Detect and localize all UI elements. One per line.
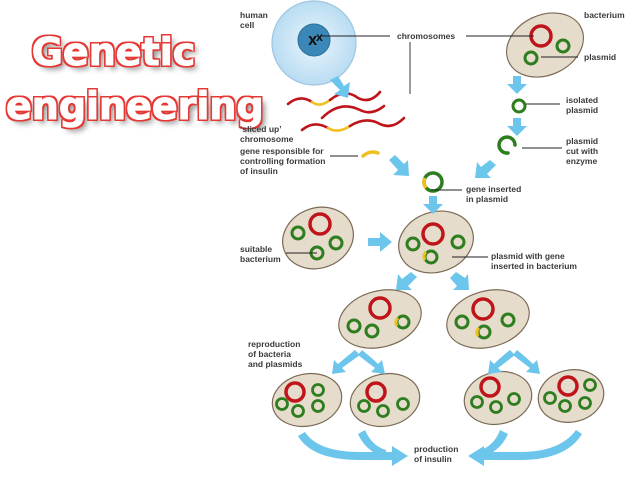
cut-plasmid (497, 135, 517, 155)
label-gene-inserted: gene inserted in plasmid (466, 184, 524, 204)
arrow-icon (468, 430, 582, 466)
arrow-icon (298, 432, 408, 466)
labels: human cell chromosomes bacterium plasmid… (240, 10, 625, 464)
arrow-icon (332, 350, 360, 374)
suitable-bacterium (282, 206, 354, 270)
bacterium-row3-3 (463, 371, 533, 425)
label-plasmid: plasmid (584, 52, 616, 62)
bacterium-row3-2 (349, 372, 421, 428)
arrow-icon (480, 430, 508, 458)
bacterium-row3-1 (271, 372, 343, 428)
arrow-icon (330, 76, 350, 98)
label-human-cell: human cell (240, 10, 270, 30)
plasmid (523, 50, 539, 66)
human-cell: X X (271, 0, 357, 86)
title-line-1: Genetic (31, 30, 196, 75)
recombinant-plasmid (422, 171, 444, 193)
arrow-icon (358, 430, 386, 458)
process-arrows (298, 76, 582, 466)
sliced-up-chromosome (286, 90, 406, 132)
arrow-icon (358, 350, 385, 374)
leader-lines (286, 35, 578, 258)
label-suitable-bacterium: suitable bacterium (240, 244, 281, 264)
label-bacterium: bacterium (584, 10, 625, 20)
label-plasmid-with-gene: plasmid with gene inserted in bacterium (491, 251, 577, 271)
arrow-icon (389, 155, 409, 176)
arrow-icon (475, 160, 496, 178)
label-sliced-up-chromosome: ‘sliced up’ chromosome (240, 124, 294, 144)
arrow-icon (450, 272, 469, 290)
label-chromosomes: chromosomes (397, 31, 455, 41)
arrow-icon (507, 118, 527, 136)
isolated-plasmid (511, 98, 527, 114)
transformed-bacterium (398, 210, 474, 274)
insulin-gene (361, 150, 380, 158)
bacterium-row3-4 (537, 369, 605, 423)
arrow-icon (396, 272, 417, 290)
label-production: production of insulin (414, 444, 461, 464)
bacterium-row2-left (338, 289, 422, 349)
label-plasmid-cut: plasmid cut with enzyme (566, 136, 601, 166)
label-reproduction: reproduction of bacteria and plasmids (248, 339, 303, 369)
svg-text:X: X (316, 34, 323, 44)
plasmid (555, 38, 571, 54)
arrow-icon (423, 196, 443, 214)
arrow-icon (488, 350, 515, 374)
bacterium-top (505, 12, 585, 78)
arrow-icon (368, 232, 392, 252)
bacterium-row2-right (446, 289, 530, 349)
arrow-icon (513, 350, 540, 374)
label-isolated-plasmid: isolated plasmid (566, 95, 601, 115)
label-gene-responsible: gene responsible for controlling formati… (240, 146, 328, 176)
svg-text:X: X (308, 34, 318, 48)
nucleus (297, 23, 331, 57)
arrow-icon (507, 76, 527, 94)
